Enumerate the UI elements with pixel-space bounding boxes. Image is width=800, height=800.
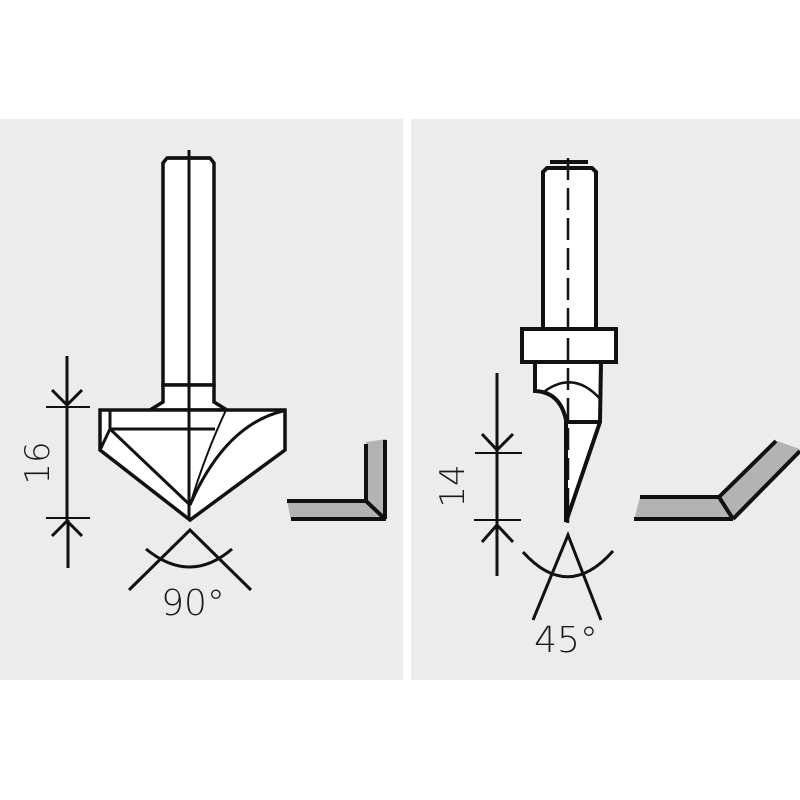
- dimension-16: [46, 356, 90, 568]
- corner-profile-90: [287, 439, 387, 521]
- chamfer-bit-drawing: [520, 158, 618, 523]
- angle-symbol-45: [521, 530, 615, 621]
- angle-label-90: 90°: [161, 583, 225, 624]
- corner-profile-135: [634, 439, 800, 521]
- dimension-label-14: 14: [433, 464, 473, 507]
- bit-cutter-head: [98, 408, 287, 523]
- dimension-label-16: 16: [18, 441, 58, 484]
- dimension-14: [474, 373, 522, 576]
- v-groove-bit-drawing: [98, 150, 287, 523]
- right-panel: [411, 119, 800, 680]
- angle-symbol-90: [127, 527, 253, 592]
- angle-label-45: 45°: [534, 620, 598, 661]
- bit-shank: [541, 166, 598, 331]
